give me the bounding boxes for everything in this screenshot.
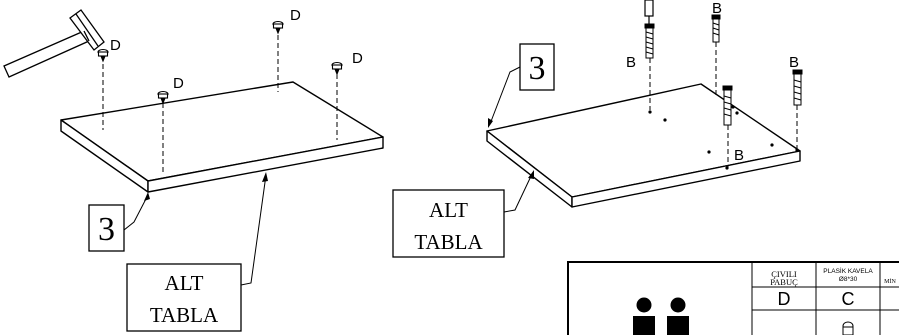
bottom-panel-left	[60, 81, 384, 193]
arrowhead	[144, 192, 150, 201]
screw-b-3	[722, 85, 733, 126]
panel-number-box	[519, 43, 555, 91]
bottom-panel-right	[486, 83, 801, 208]
screwdriver-icon	[644, 0, 654, 26]
panel-name-leader	[503, 173, 533, 213]
panel-number: 3	[529, 50, 546, 87]
parts-letter: C	[842, 289, 855, 309]
parts-col-header: MİN	[884, 278, 896, 285]
part-label-b: B	[789, 54, 799, 71]
panel-name-line1: ALT	[429, 198, 468, 222]
panel-number: 3	[98, 211, 115, 248]
part-label-d: D	[290, 7, 301, 24]
right-assembly: B B B B 3 ALT TABLA	[392, 0, 803, 258]
panel-number-box	[88, 204, 125, 252]
left-assembly: D D D D 3 ALT TABLA	[3, 7, 384, 332]
dowel-icon	[842, 321, 854, 335]
guide-lines-left	[102, 35, 338, 172]
nail-d-4	[331, 61, 343, 76]
panel-name-leader	[240, 174, 267, 286]
screw-b-2	[711, 14, 721, 43]
panel-name-line2: TABLA	[414, 230, 483, 254]
nail-d-3	[272, 20, 284, 35]
panel-number-leader	[489, 66, 521, 125]
part-label-b: B	[734, 147, 744, 164]
part-label-d: D	[173, 75, 184, 92]
two-person-icon	[633, 297, 689, 335]
panel-holes	[648, 105, 799, 170]
screw-b-1	[644, 23, 655, 59]
arrowhead	[262, 172, 268, 182]
part-label-d: D	[110, 37, 121, 54]
parts-letter: D	[778, 289, 791, 309]
parts-table-frame	[567, 261, 899, 335]
guide-lines-right	[649, 42, 798, 168]
panel-name-box	[392, 189, 505, 258]
panel-name-line2: TABLA	[150, 303, 219, 327]
part-label-b: B	[712, 0, 722, 17]
arrowhead	[488, 118, 493, 128]
panel-name-box	[126, 263, 242, 332]
hammer-icon	[3, 9, 105, 78]
panel-number-leader	[123, 194, 149, 231]
part-label-d: D	[352, 50, 363, 67]
arrowhead	[528, 170, 534, 179]
nail-d-2	[157, 90, 169, 105]
panel-name-line1: ALT	[165, 271, 204, 295]
nail-d-1	[97, 48, 109, 63]
part-label-b: B	[626, 54, 636, 71]
screw-b-4	[792, 69, 803, 106]
